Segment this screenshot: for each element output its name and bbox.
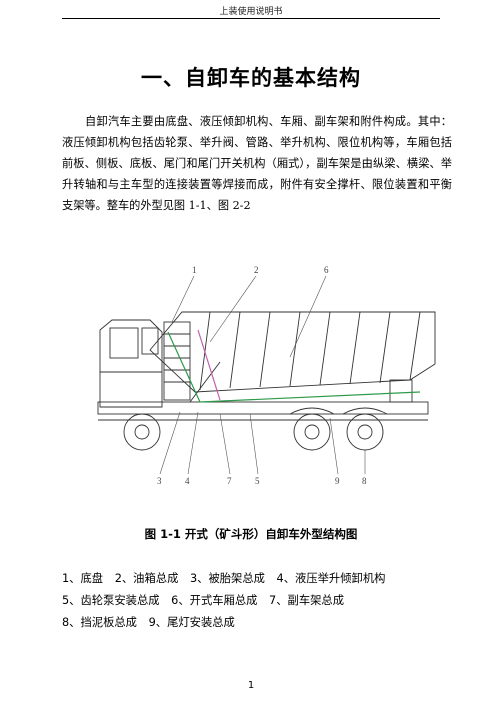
page-number: 1 xyxy=(247,680,255,691)
callout-8: 8 xyxy=(362,476,367,486)
parts-legend: 1、底盘 2、油箱总成 3、被胎架总成 4、液压举升倾卸机构 5、齿轮泵安装总成… xyxy=(62,568,393,634)
figure-caption: 图 1-1 开式（矿斗形）自卸车外型结构图 xyxy=(144,527,358,541)
callout-5: 5 xyxy=(255,476,260,486)
dump-truck-figure: 1 2 6 3 4 7 5 9 8 xyxy=(90,262,440,494)
cab xyxy=(99,319,163,408)
callout-4: 4 xyxy=(185,476,190,486)
header-rule xyxy=(62,18,440,19)
callout-1: 1 xyxy=(192,265,197,275)
legend-item: 5、齿轮泵安装总成 xyxy=(62,594,160,607)
body-paragraph: 自卸汽车主要由底盘、液压倾卸机构、车厢、副车架和附件构成。其中：液压倾卸机构包括… xyxy=(62,115,452,212)
callout-2: 2 xyxy=(254,265,259,275)
legend-item: 1、底盘 xyxy=(62,572,104,585)
legend-row: 5、齿轮泵安装总成 6、开式车厢总成 7、副车架总成 xyxy=(62,590,393,612)
legend-item: 7、副车架总成 xyxy=(269,594,345,607)
legend-item: 6、开式车厢总成 xyxy=(171,594,258,607)
callout-3: 3 xyxy=(157,476,162,486)
section-title: 一、自卸车的基本结构 xyxy=(141,66,361,90)
legend-item: 2、油箱总成 xyxy=(114,572,179,585)
callout-9: 9 xyxy=(335,476,340,486)
legend-item: 8、挡泥板总成 xyxy=(62,616,137,629)
legend-item: 9、尾灯安装总成 xyxy=(148,616,235,629)
dump-truck-drawing: 1 2 6 3 4 7 5 9 8 xyxy=(97,265,436,486)
running-header: 上装使用说明书 xyxy=(219,7,283,17)
legend-item: 3、被胎架总成 xyxy=(189,572,265,585)
legend-row: 8、挡泥板总成 9、尾灯安装总成 xyxy=(62,612,393,634)
callout-6: 6 xyxy=(324,265,329,275)
legend-row: 1、底盘 2、油箱总成 3、被胎架总成 4、液压举升倾卸机构 xyxy=(62,568,393,590)
callout-7: 7 xyxy=(227,476,232,486)
legend-item: 4、液压举升倾卸机构 xyxy=(276,572,386,585)
